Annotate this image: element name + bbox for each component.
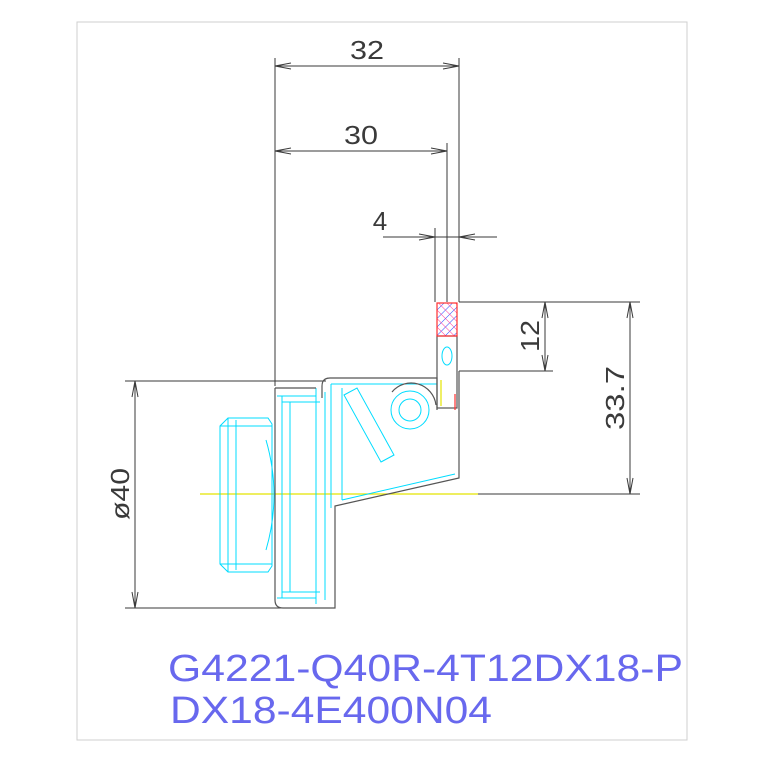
clamp-screw-inner — [398, 398, 422, 422]
arrow-4-right — [458, 233, 476, 241]
dimension-label-33-7: 33.7 — [600, 366, 630, 430]
clamp-nut-arc — [265, 439, 275, 551]
insert-cutting-edge — [436, 302, 458, 337]
body-outline — [320, 371, 460, 609]
arrow-30-right — [430, 147, 448, 155]
dimension-label-4: 4 — [373, 206, 387, 236]
body-line — [341, 473, 456, 501]
insert-hole — [441, 346, 453, 366]
dimension-labels: 32 30 4 12 33.7 ø40 — [105, 35, 630, 520]
dimension-label-30: 30 — [344, 120, 378, 150]
tool-holder — [219, 346, 456, 604]
tool-body-outline — [274, 335, 460, 609]
part-number-line1: G4221-Q40R-4T12DX18-P — [168, 648, 683, 690]
clamp-screw-outer — [390, 390, 430, 430]
dimension-label-32: 32 — [350, 35, 384, 65]
arrow-diameter-top — [131, 380, 139, 398]
arrow-33-7-bottom — [626, 477, 634, 495]
arrow-diameter-bottom — [131, 591, 139, 609]
arrow-30-left — [274, 147, 292, 155]
arrow-32-left — [274, 62, 292, 70]
arrow-12-top — [541, 301, 549, 319]
dimension-lines — [125, 58, 640, 609]
arrow-32-right — [442, 62, 460, 70]
clamp-screw-housing — [391, 382, 437, 406]
drawing-frame — [76, 21, 688, 741]
part-number: G4221-Q40R-4T12DX18-P DX18-4E400N04 — [168, 648, 683, 732]
wedge — [343, 387, 395, 463]
clamp-nut-outline — [219, 417, 273, 573]
arrow-4-left — [418, 233, 436, 241]
arrow-33-7-top — [626, 301, 634, 319]
dimension-label-diameter: ø40 — [105, 468, 135, 520]
part-number-line2: DX18-4E400N04 — [170, 690, 492, 732]
arrow-12-bottom — [541, 354, 549, 372]
flange-outline — [274, 387, 320, 609]
dimension-label-12: 12 — [515, 320, 545, 352]
